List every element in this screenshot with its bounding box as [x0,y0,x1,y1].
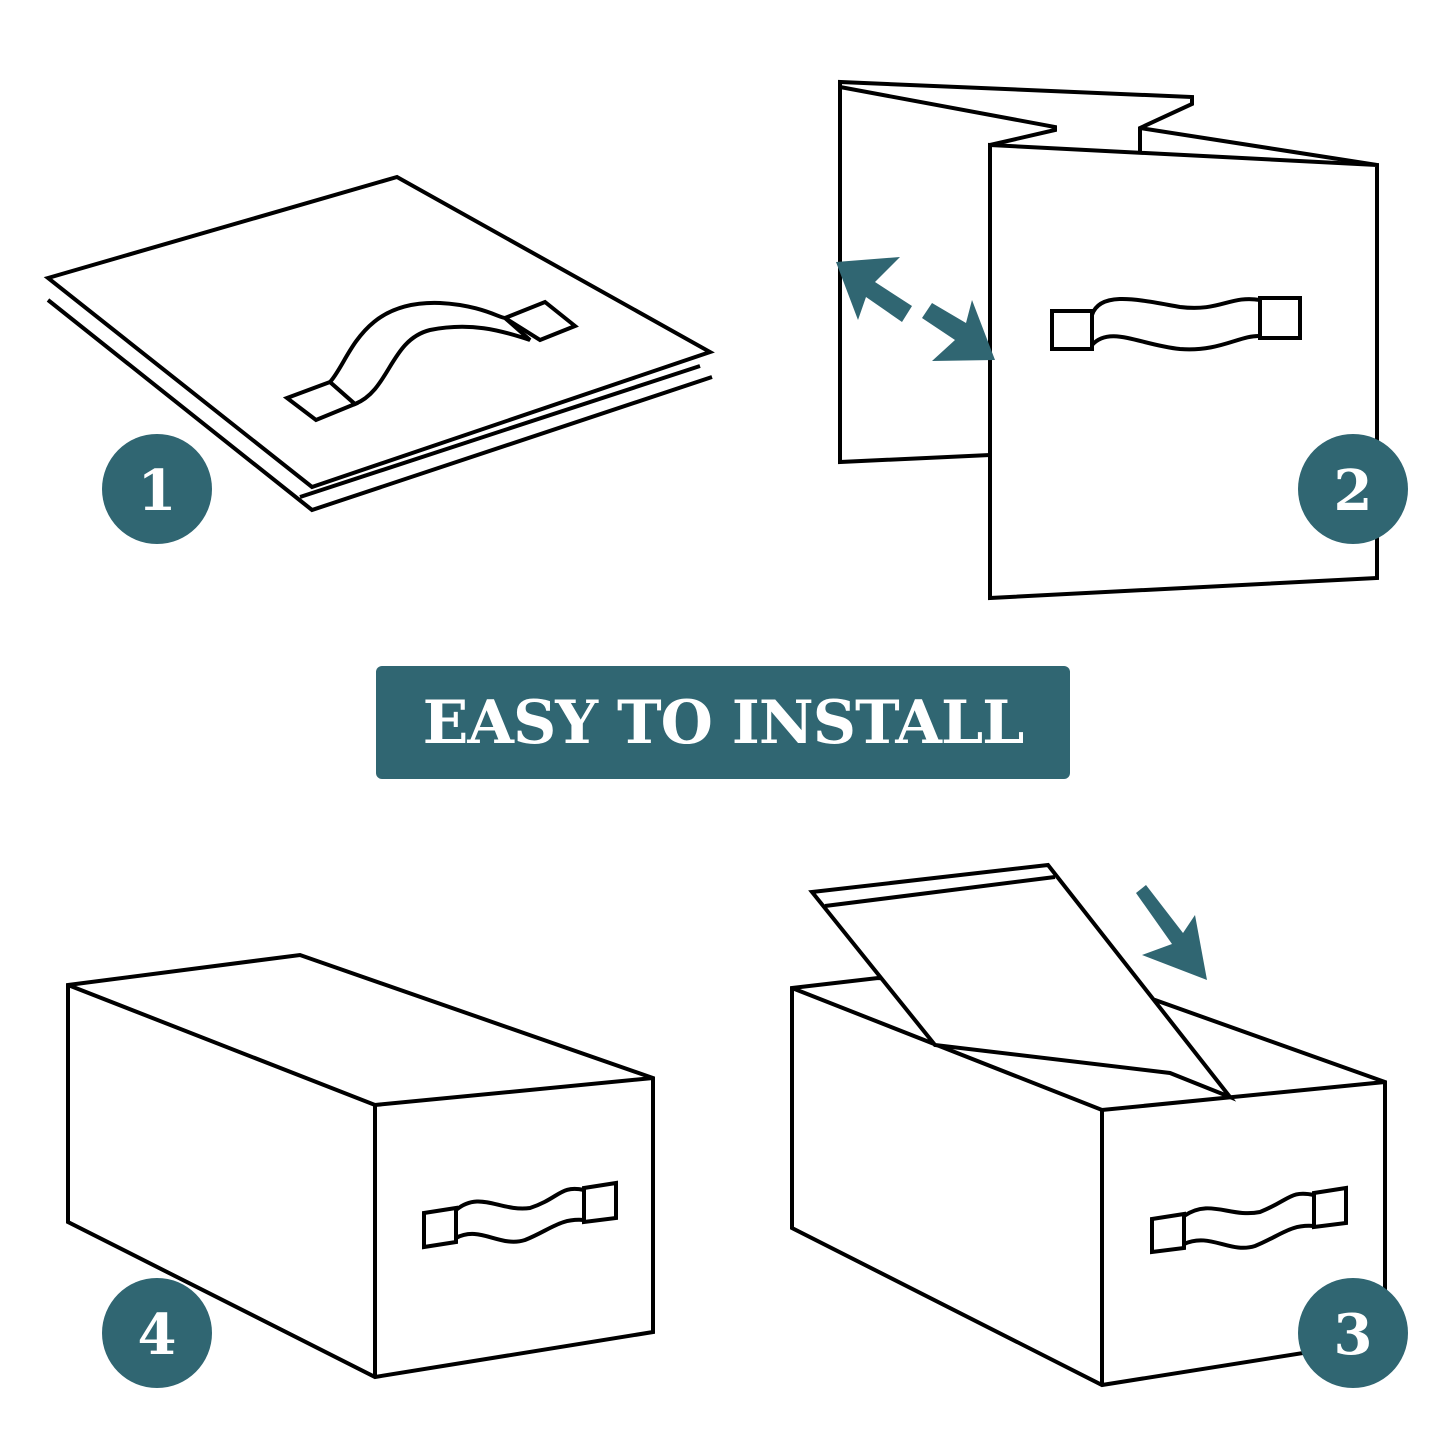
handle-strap [422,1180,618,1250]
handle-strap [1150,1185,1348,1255]
step-number: 1 [138,458,177,524]
step-3-insert-panel [790,862,1387,1388]
step-number: 4 [138,1302,177,1368]
double-arrow-icon [836,257,995,361]
step-number: 2 [1334,458,1373,524]
step-badge-2: 2 [1298,434,1408,544]
handle-strap [282,299,579,423]
step-2-unfold [836,79,1379,601]
step-badge-4: 4 [102,1278,212,1388]
step-1-flat-sheet [43,174,715,513]
step-badge-1: 1 [102,434,212,544]
step-badge-3: 3 [1298,1278,1408,1388]
arrow-down-right-icon [1136,885,1207,980]
step-4-assembled-box [66,952,655,1380]
handle-strap [1050,296,1302,352]
step-number: 3 [1334,1302,1373,1368]
title-banner: EASY TO INSTALL [376,666,1070,779]
title-text: EASY TO INSTALL [422,687,1025,758]
